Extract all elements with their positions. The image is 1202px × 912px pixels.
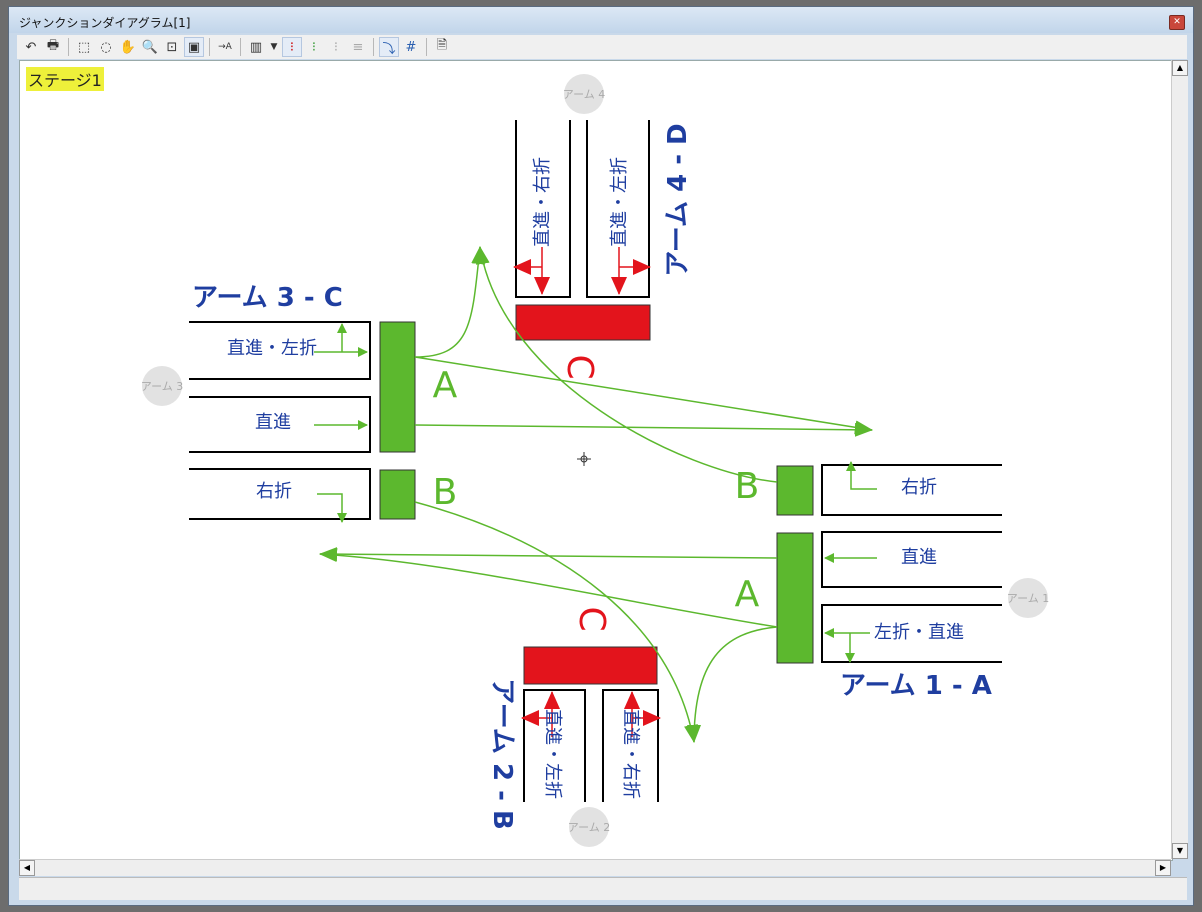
scroll-up-button[interactable]: ▲ <box>1172 60 1188 76</box>
arm4-marker[interactable]: アーム 4 <box>563 74 606 114</box>
diagram-canvas[interactable]: ステージ1 アーム 4 アーム 3 アーム 1 アーム 2 <box>19 60 1173 861</box>
signal-edit-icon[interactable]: ⁝ <box>311 39 317 55</box>
scroll-left-button[interactable]: ◀ <box>19 860 35 876</box>
toolbar-separator <box>240 38 241 56</box>
arm4-lane-2-label: 直進・左折 <box>609 157 630 247</box>
traffic-flows <box>314 246 877 743</box>
arm2-ghost-label: アーム 2 <box>568 821 611 834</box>
vertical-scrollbar[interactable]: ▲ ▼ <box>1171 60 1188 859</box>
arm3-title: アーム 3 - C <box>192 283 343 313</box>
arm1-marker[interactable]: アーム 1 <box>1007 578 1050 618</box>
horizontal-scrollbar[interactable]: ◀ ▶ <box>19 859 1171 876</box>
arm2-title: アーム 2 - B <box>487 678 517 830</box>
arm2-lane-1-label: 直進・左折 <box>542 709 563 799</box>
arm3-group-a-label: A <box>433 365 458 406</box>
label-arrow-icon[interactable]: →A <box>218 42 232 52</box>
toolbar-separator <box>426 38 427 56</box>
phase-table-icon[interactable]: ▥ <box>249 39 263 55</box>
arm3-ghost-label: アーム 3 <box>141 380 184 393</box>
toolbar: ↶ 🖶 ⬚ ◌ ✋ 🔍 ⊡ ▣ →A ▥ ▼ ⁝ ⁝ ⁝ ≡ ⤵ # 🗎 <box>17 35 1187 59</box>
center-crosshair-icon <box>577 452 591 466</box>
arm4-title: アーム 4 - D <box>663 123 693 276</box>
arm2-lane-2-label: 直進・右折 <box>620 709 641 799</box>
scroll-down-button[interactable]: ▼ <box>1172 843 1188 859</box>
lasso-select-icon[interactable]: ◌ <box>100 39 112 55</box>
junction-diagram-window: ジャンクションダイアグラム[1] ✕ ↶ 🖶 ⬚ ◌ ✋ 🔍 ⊡ ▣ →A ▥ … <box>8 6 1194 906</box>
scroll-right-button[interactable]: ▶ <box>1155 860 1171 876</box>
arm4-lane-1-label: 直進・右折 <box>532 157 553 247</box>
arm2-group-c-label: C <box>571 606 612 631</box>
dropdown-icon[interactable]: ▼ <box>270 42 278 52</box>
arm3-group-b-go[interactable] <box>379 469 416 520</box>
zoom-icon[interactable]: 🔍 <box>141 39 159 55</box>
grid-icon[interactable]: # <box>405 39 417 55</box>
arm4-ghost-label: アーム 4 <box>563 88 606 101</box>
signal-disabled-icon: ⁝ <box>333 39 339 55</box>
stop-lane-arrows <box>513 247 661 737</box>
stage-label: ステージ1 <box>26 67 104 91</box>
arm1-title: アーム 1 - A <box>840 671 992 701</box>
status-bar <box>19 877 1187 900</box>
arm4-group-c-stop[interactable] <box>515 304 651 341</box>
arm1-group-a-label: A <box>735 574 760 615</box>
arm1-lane-3-label: 左折・直進 <box>874 622 964 643</box>
print-icon[interactable]: 🖶 <box>46 38 60 53</box>
close-button[interactable]: ✕ <box>1169 15 1185 30</box>
signal-icon[interactable]: ⁝ <box>282 37 302 57</box>
toolbar-separator <box>209 38 210 56</box>
arm1-ghost-label: アーム 1 <box>1007 592 1050 605</box>
arm3-lane-1-label: 直進・左折 <box>227 338 317 359</box>
arm1-lane-1-label: 右折 <box>901 477 937 498</box>
rect-select-icon[interactable]: ⬚ <box>77 39 91 55</box>
arm3-marker[interactable]: アーム 3 <box>141 366 184 406</box>
arm1-group-b-label: B <box>735 466 760 507</box>
hand-pan-icon[interactable]: ✋ <box>119 39 137 55</box>
window-title: ジャンクションダイアグラム[1] <box>19 16 191 30</box>
arm3-lane-2-label: 直進 <box>255 412 291 433</box>
arm4-group-c-label: C <box>559 354 600 379</box>
arm2-group-c-stop[interactable] <box>523 646 658 685</box>
arm3-group-a-go[interactable] <box>379 321 416 453</box>
export-icon[interactable]: 🗎 <box>436 38 448 53</box>
disabled-bar-icon: ≡ <box>352 39 364 55</box>
arm3-group-b-label: B <box>433 472 458 513</box>
arm3-lane-3-label: 右折 <box>256 481 292 502</box>
lane-outlines <box>189 120 1002 802</box>
title-bar: ジャンクションダイアグラム[1] ✕ <box>9 7 1193 33</box>
arm2-marker[interactable]: アーム 2 <box>568 807 611 847</box>
junction-diagram: アーム 4 アーム 3 アーム 1 アーム 2 <box>141 74 1050 847</box>
flow-icon[interactable]: ⤵ <box>379 37 399 57</box>
toolbar-separator <box>68 38 69 56</box>
zoom-window-icon[interactable]: ⊡ <box>166 39 178 55</box>
arm1-lane-2-label: 直進 <box>901 547 937 568</box>
arm1-group-a-go[interactable] <box>776 532 814 664</box>
arm1-group-b-go[interactable] <box>776 465 814 516</box>
fit-view-icon[interactable]: ▣ <box>184 37 204 57</box>
toolbar-separator <box>373 38 374 56</box>
undo-icon[interactable]: ↶ <box>25 39 37 55</box>
